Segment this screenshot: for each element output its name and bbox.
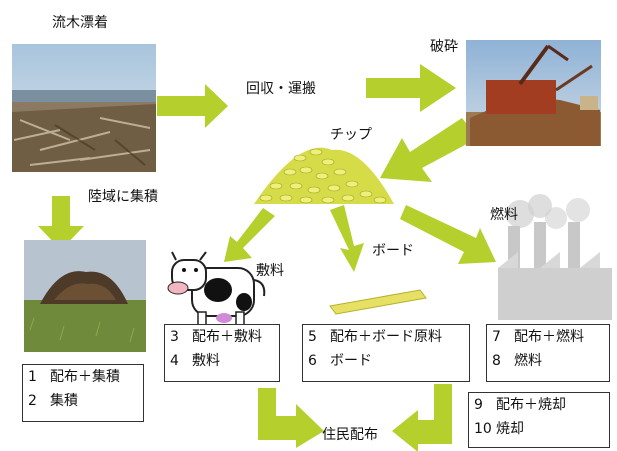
arrow-down-to-pile [38, 196, 84, 250]
collect-transport-label: 回収・運搬 [246, 81, 316, 97]
arrow-chip-to-bedding [224, 208, 275, 262]
arrow-crush-to-chip [380, 118, 478, 182]
board-illustration [329, 289, 427, 315]
distribution-label: 住民配布 [322, 427, 378, 443]
driftwood-label: 流木漂着 [52, 15, 108, 31]
fuel-label: 燃料 [490, 207, 518, 223]
arrow-collect-to-crush [366, 64, 456, 112]
factory-illustration [498, 194, 612, 320]
arrow-board-to-distribution [392, 384, 452, 451]
land-pile-photo [24, 240, 146, 352]
crush-label: 破砕 [430, 39, 458, 55]
board-label: ボード [372, 243, 414, 259]
bedding-label: 敷料 [256, 263, 284, 279]
chip-pile [254, 147, 394, 204]
cow-illustration [167, 251, 266, 327]
land-pile-label: 陸域に集積 [88, 189, 158, 205]
arrow-bedding-to-distribution [258, 388, 324, 448]
flow-arrows [38, 64, 496, 451]
driftwood-photo [12, 44, 156, 172]
arrow-chip-to-fuel [400, 205, 496, 264]
arrow-chip-to-board [330, 205, 364, 272]
arrow-photo-to-collect [157, 84, 228, 128]
chip-label: チップ [330, 127, 372, 143]
crusher-photo [466, 40, 601, 146]
